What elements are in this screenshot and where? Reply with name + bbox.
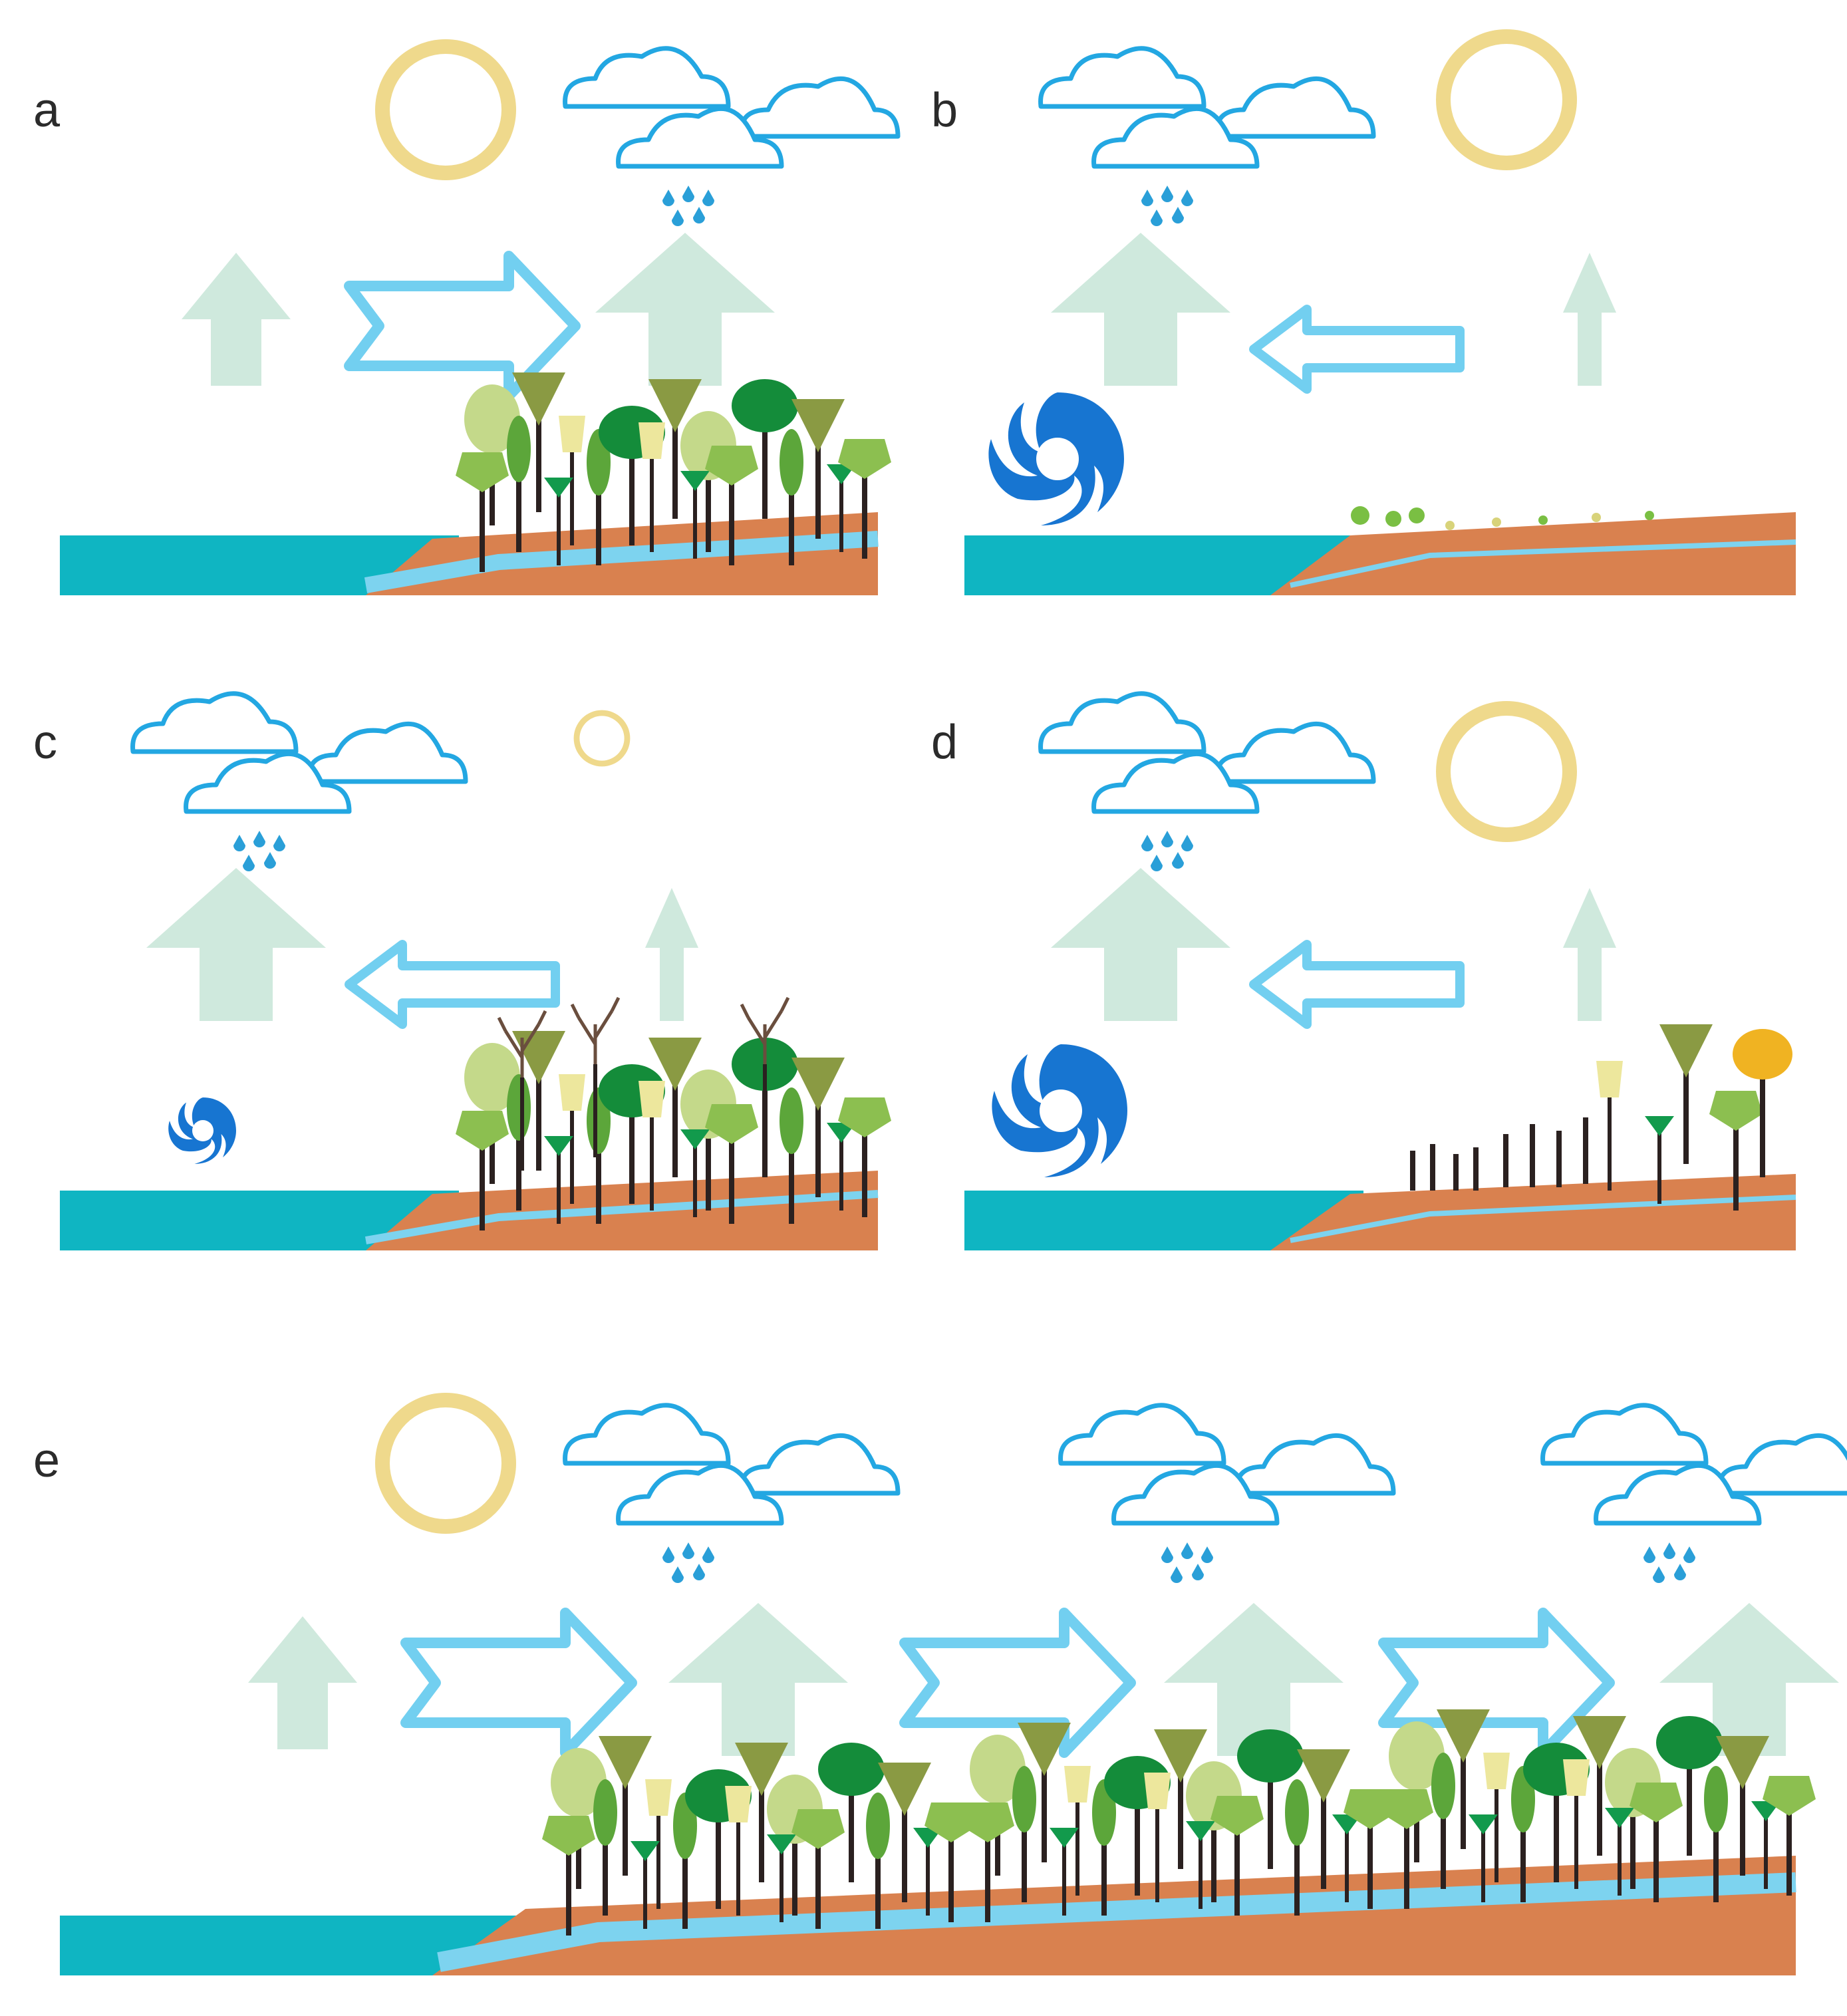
cloud-icon (133, 694, 466, 811)
regrowth-tree (1596, 1061, 1623, 1191)
rain-icon (662, 186, 714, 226)
wind-arrow-inland (406, 1613, 632, 1753)
rain-icon (233, 831, 285, 871)
panel-label-d: d (931, 716, 958, 769)
regrowth-tree (1733, 1029, 1792, 1177)
groundwater (437, 1872, 1796, 1972)
rain-icon (662, 1542, 714, 1583)
vapour-arrow-small (248, 1616, 357, 1749)
rain-icon (1161, 1542, 1213, 1583)
regrowth-tree (1659, 1024, 1713, 1164)
panel-label-b: b (931, 84, 958, 137)
vapour-arrow-small (1563, 253, 1616, 386)
cyclone-icon (168, 1097, 236, 1164)
wind-arrow-seaward (1254, 944, 1460, 1024)
groundwater (1290, 1195, 1796, 1243)
sun-icon (375, 39, 516, 180)
vapour-arrow-large (146, 868, 326, 1021)
panel-e: e (33, 1393, 1847, 1975)
cyclone-icon (988, 392, 1124, 525)
vapour-arrow-large (1051, 868, 1230, 1021)
wind-arrow-seaward (349, 944, 555, 1024)
sun-icon (375, 1393, 516, 1534)
vapour-arrow-small (182, 253, 291, 386)
panel-label-e: e (33, 1434, 60, 1487)
rain-icon (1141, 186, 1193, 226)
sun-icon (573, 710, 631, 767)
panel-b: b (931, 29, 1796, 595)
rain-icon (1141, 831, 1193, 871)
soil (1270, 1174, 1796, 1250)
vapour-arrow-small (645, 888, 698, 1021)
cloud-icon (565, 49, 898, 166)
vapour-arrow-large (1051, 233, 1230, 386)
cloud-icon (1041, 49, 1373, 166)
rain-icon (1643, 1542, 1695, 1583)
panel-a: a (33, 39, 898, 595)
panel-label-c: c (33, 716, 57, 769)
cyclone-icon (992, 1044, 1127, 1177)
groundwater (364, 531, 879, 593)
stumps (1410, 1117, 1588, 1191)
cloud-icon (565, 1405, 898, 1523)
cloud-icon (1061, 1405, 1393, 1523)
panel-c: c (33, 694, 891, 1250)
sun-icon (1436, 29, 1577, 170)
cloud-icon (1543, 1405, 1847, 1523)
groundwater (364, 1190, 879, 1244)
seedlings (1351, 506, 1654, 530)
vapour-arrow-small (1563, 888, 1616, 1021)
cloud-icon (1041, 694, 1373, 811)
panel-d: d (931, 694, 1796, 1250)
wind-arrow-inland (905, 1613, 1131, 1753)
vapour-arrow-large (668, 1603, 848, 1756)
wind-arrow-seaward (1254, 309, 1460, 389)
vapour-arrow-large (595, 233, 775, 386)
sun-icon (1436, 701, 1577, 842)
groundwater (1290, 539, 1796, 588)
panel-label-a: a (33, 84, 61, 137)
